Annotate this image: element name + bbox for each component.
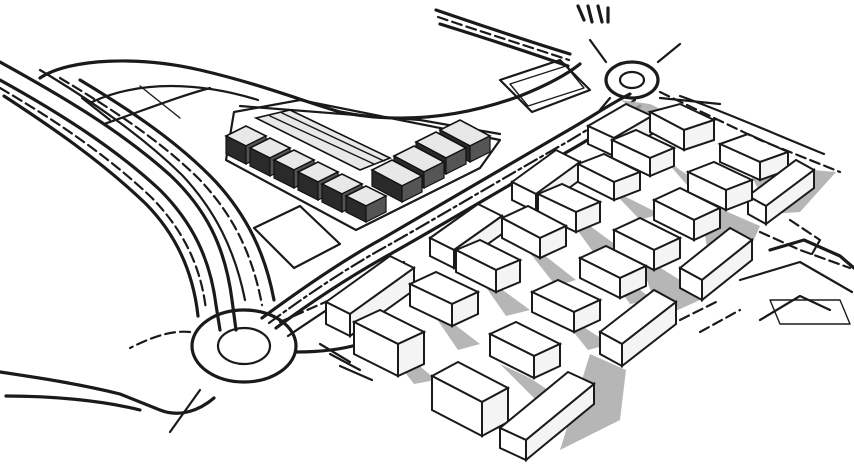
street-details xyxy=(318,90,854,382)
roundabout-southwest xyxy=(0,298,362,434)
industrial-building xyxy=(344,185,388,223)
residential-block xyxy=(678,226,754,303)
industrial-complex xyxy=(224,98,502,232)
residential-block xyxy=(499,204,569,260)
residential-block xyxy=(685,160,755,212)
residential-block xyxy=(529,278,603,334)
industrial-building xyxy=(370,159,424,203)
residential-block xyxy=(746,158,816,226)
roundabout-northeast xyxy=(588,38,722,112)
highway xyxy=(0,60,276,332)
plots-northwest xyxy=(252,58,592,270)
residential-block xyxy=(535,182,603,234)
residential-block xyxy=(407,270,481,328)
residential-block xyxy=(647,102,717,152)
residential-block xyxy=(498,370,596,463)
residential-block xyxy=(575,152,643,202)
residential-block xyxy=(598,288,678,369)
residential-block xyxy=(577,244,649,300)
industrial-shed xyxy=(253,109,392,171)
ring-road xyxy=(38,59,582,126)
residential-block xyxy=(453,238,523,294)
residential-block xyxy=(487,320,563,380)
residential-block xyxy=(651,186,723,242)
residential-block xyxy=(609,128,677,178)
residential-district xyxy=(324,100,836,463)
residential-block xyxy=(611,216,683,272)
residential-block xyxy=(351,308,427,378)
north-road xyxy=(434,4,610,68)
residential-block xyxy=(429,360,511,438)
